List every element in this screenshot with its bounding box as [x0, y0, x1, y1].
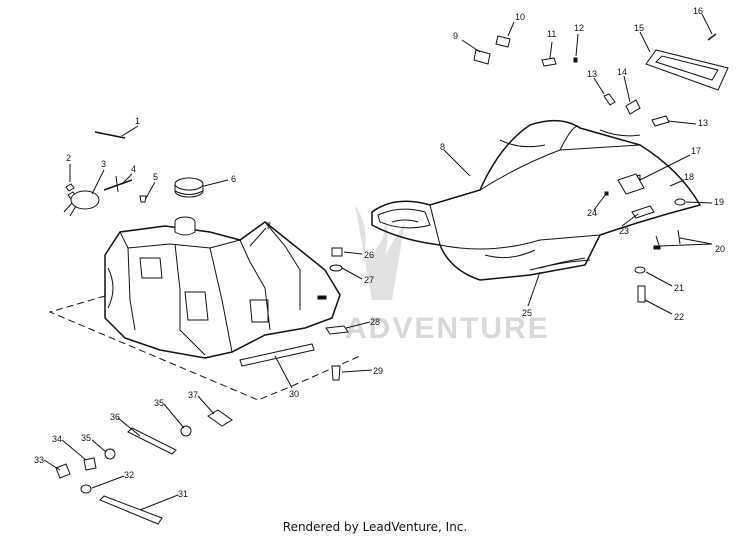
- part-13-bulb-upper[interactable]: [603, 93, 616, 106]
- callout-5: 5: [153, 172, 158, 182]
- part-29-fitting[interactable]: [331, 365, 341, 381]
- part-35-clamp-upper[interactable]: [180, 425, 192, 437]
- part-2-screws[interactable]: [65, 183, 77, 200]
- callout-8: 8: [440, 142, 445, 152]
- callout-29: 29: [373, 366, 383, 376]
- fuel-tank[interactable]: [104, 216, 341, 359]
- callout-37: 37: [188, 390, 198, 400]
- callout-3: 3: [101, 159, 106, 169]
- part-33-valve[interactable]: [55, 463, 71, 479]
- callout-16: 16: [693, 6, 703, 16]
- callout-32: 32: [124, 470, 134, 480]
- callout-15: 15: [634, 23, 644, 33]
- callout-33: 33: [34, 455, 44, 465]
- watermark-text: ADVENTURE: [345, 312, 550, 345]
- callout-2: 2: [66, 153, 71, 163]
- callout-19: 19: [714, 197, 724, 207]
- callout-21: 21: [674, 283, 684, 293]
- callout-18: 18: [684, 172, 694, 182]
- part-30-strap[interactable]: [239, 343, 315, 367]
- callout-labels: 1 2 3 4 5 6 7 8 9 10 11 12 13 13 14 15 1…: [34, 6, 725, 499]
- callout-11: 11: [547, 29, 556, 39]
- seat[interactable]: [371, 119, 702, 281]
- callout-24: 24: [587, 208, 597, 218]
- part-16-screw[interactable]: [707, 33, 717, 41]
- part-1-rod[interactable]: [94, 131, 126, 139]
- callout-4: 4: [131, 164, 136, 174]
- part-20-clips[interactable]: [653, 229, 681, 250]
- callout-10: 10: [515, 12, 525, 22]
- callout-36: 36: [110, 412, 120, 422]
- part-15-tail-light[interactable]: [645, 49, 729, 91]
- callout-35-lower: 35: [81, 433, 91, 443]
- part-13-bulb-lower[interactable]: [651, 115, 670, 127]
- callout-28: 28: [370, 317, 380, 327]
- callout-34: 34: [52, 434, 62, 444]
- callout-35-upper: 35: [154, 398, 164, 408]
- callout-9: 9: [453, 31, 458, 41]
- part-11-clip[interactable]: [541, 57, 557, 67]
- part-28-pad[interactable]: [325, 325, 349, 335]
- leader-lines: [43, 13, 713, 511]
- part-34-fitting[interactable]: [83, 457, 97, 471]
- part-9-bracket[interactable]: [473, 49, 491, 65]
- part-21-washer[interactable]: [634, 266, 646, 274]
- callout-12: 12: [574, 23, 584, 33]
- watermark-logo: [355, 205, 405, 300]
- part-12-screw[interactable]: [573, 57, 578, 63]
- callout-31: 31: [178, 489, 188, 499]
- part-32-ring[interactable]: [80, 484, 92, 494]
- callout-13-lower: 13: [698, 118, 708, 128]
- part-5-fitting[interactable]: [139, 195, 147, 203]
- callout-25: 25: [522, 308, 532, 318]
- part-4-rod[interactable]: [103, 179, 133, 191]
- callout-1: 1: [135, 116, 140, 126]
- part-3-fuel-sender[interactable]: [63, 190, 100, 217]
- part-26-nut[interactable]: [331, 247, 343, 257]
- part-36-line[interactable]: [127, 427, 177, 455]
- callout-6: 6: [231, 174, 236, 184]
- part-37-fitting[interactable]: [207, 409, 233, 427]
- part-35-clamp-lower[interactable]: [104, 448, 116, 460]
- callout-7: 7: [266, 221, 271, 231]
- callout-22: 22: [674, 312, 684, 322]
- part-10-bracket[interactable]: [495, 35, 511, 48]
- footer-credit: Rendered by LeadVenture, Inc.: [282, 520, 468, 534]
- callout-23: 23: [619, 226, 629, 236]
- part-25-cable[interactable]: [529, 259, 591, 271]
- callout-13-upper: 13: [587, 69, 597, 79]
- callout-20: 20: [715, 244, 725, 254]
- callout-30: 30: [289, 389, 299, 399]
- part-27-washer[interactable]: [329, 264, 343, 272]
- callout-26: 26: [364, 250, 374, 260]
- part-19-washer[interactable]: [674, 198, 686, 206]
- part-17-bracket[interactable]: [617, 173, 645, 195]
- dashed-leader-tank: [48, 295, 293, 401]
- callout-17: 17: [691, 146, 701, 156]
- part-6-fuel-cap[interactable]: [174, 177, 204, 198]
- part-22-bolt[interactable]: [637, 285, 646, 303]
- part-14-bulb[interactable]: [625, 99, 641, 115]
- callout-27: 27: [364, 275, 374, 285]
- part-31-hose[interactable]: [99, 495, 163, 525]
- dashed-leader-right: [291, 355, 361, 387]
- callout-14: 14: [617, 67, 627, 77]
